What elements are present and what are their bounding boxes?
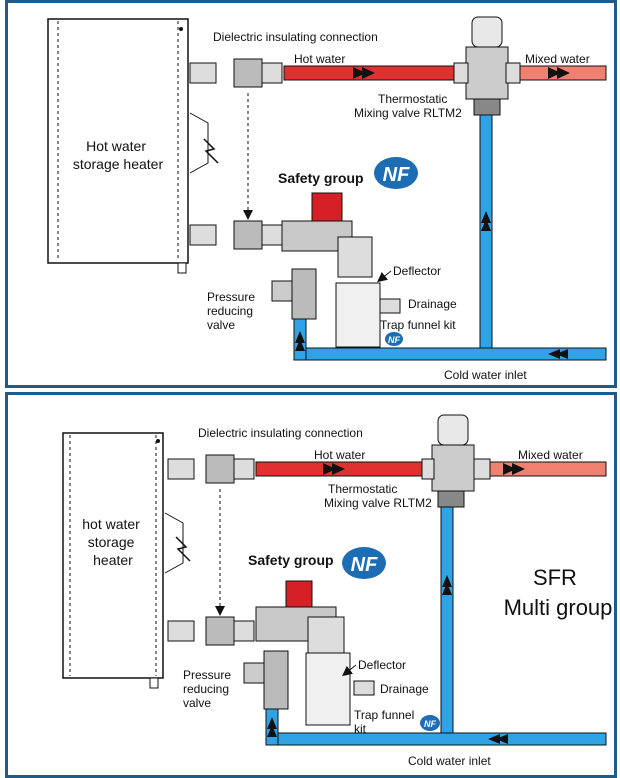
deflector-label: Deflector bbox=[358, 658, 406, 672]
safety-group-label: Safety group bbox=[248, 552, 334, 568]
safety-group-label: Safety group bbox=[278, 170, 364, 186]
nf-logo-large: NF bbox=[342, 547, 386, 579]
trap-funnel-label: Trap funnel kit bbox=[380, 318, 456, 332]
cold-arrow-riser bbox=[267, 717, 277, 737]
heater bbox=[62, 432, 191, 689]
diagram-bottom-svg: hot water storage heater bbox=[62, 414, 613, 768]
cold-pipe-horizontal bbox=[265, 732, 607, 746]
hot-water-label: Hot water bbox=[314, 448, 365, 462]
cold-water-inlet-label: Cold water inlet bbox=[408, 754, 491, 768]
heater-label: hot water storage heater bbox=[82, 516, 143, 568]
mixed-water-label: Mixed water bbox=[518, 448, 583, 462]
cold-arrow-left bbox=[548, 349, 568, 359]
trap-funnel-label: Trap funnel kit bbox=[354, 708, 418, 736]
heater-label: Hot water storage heater bbox=[73, 138, 164, 172]
mixing-valve bbox=[421, 414, 491, 508]
diagram-top-svg: Hot water storage heater bbox=[47, 16, 607, 382]
svg-text:NF: NF bbox=[383, 164, 410, 186]
top-outlet-fittings bbox=[189, 58, 283, 250]
cold-arrow-left bbox=[488, 734, 508, 744]
hot-arrow bbox=[353, 67, 375, 79]
cold-pipe-vertical bbox=[479, 114, 493, 361]
dielectric-label: Dielectric insulating connection bbox=[198, 426, 363, 440]
mixing-valve-label: Thermostatic Mixing valve RLTM2 bbox=[354, 92, 462, 120]
safety-group bbox=[243, 580, 375, 726]
pressure-reducing-label: Pressure reducing valve bbox=[207, 290, 258, 332]
mixing-valve bbox=[453, 16, 521, 116]
deflector-label: Deflector bbox=[393, 264, 441, 278]
cold-arrow-up bbox=[481, 211, 491, 231]
mixed-arrow bbox=[548, 67, 570, 79]
cold-arrow-up bbox=[442, 575, 452, 595]
hot-water-label: Hot water bbox=[294, 52, 345, 66]
safety-group bbox=[271, 192, 401, 348]
cold-arrow-riser bbox=[295, 331, 305, 351]
cold-pipe-vertical bbox=[440, 506, 454, 746]
svg-text:NF: NF bbox=[424, 719, 436, 729]
diagram-panel-bottom: hot water storage heater bbox=[5, 392, 617, 778]
mixed-arrow bbox=[503, 463, 525, 475]
nf-logo-small: NF bbox=[420, 715, 440, 731]
mixing-valve-label: Thermostatic Mixing valve RLTM2 bbox=[324, 482, 432, 510]
svg-text:NF: NF bbox=[388, 335, 400, 345]
heater bbox=[47, 18, 219, 274]
drainage-label: Drainage bbox=[380, 682, 429, 696]
mixed-water-label: Mixed water bbox=[525, 52, 590, 66]
nf-logo-small: NF bbox=[385, 332, 403, 346]
svg-text:NF: NF bbox=[351, 554, 378, 576]
nf-logo-large: NF bbox=[374, 157, 418, 189]
sfr-multi-group-label: SFR Multi group bbox=[504, 565, 613, 620]
dielectric-label: Dielectric insulating connection bbox=[213, 30, 378, 44]
diagram-panel-top: Hot water storage heater bbox=[5, 0, 617, 388]
drainage-label: Drainage bbox=[408, 297, 457, 311]
pressure-reducing-label: Pressure reducing valve bbox=[183, 668, 234, 710]
hot-arrow bbox=[323, 463, 345, 475]
bottom-outlet-fittings bbox=[167, 454, 255, 646]
cold-water-inlet-label: Cold water inlet bbox=[444, 368, 527, 382]
